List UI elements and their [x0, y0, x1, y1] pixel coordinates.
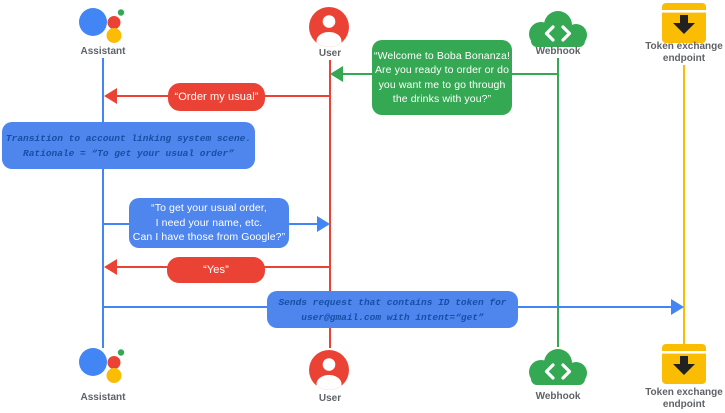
webhook-icon: [529, 349, 587, 385]
token-endpoint-label-bottom: Token exchange endpoint: [645, 387, 723, 410]
send-request-arrowhead-icon: [671, 299, 684, 315]
ask-arrowhead-icon: [317, 216, 330, 232]
send-request-note-box: Sends request that contains ID token for…: [267, 291, 518, 328]
assistant-icon: [79, 348, 125, 383]
yes-bubble: “Yes”: [167, 257, 265, 283]
welcome-arrowhead-icon: [330, 66, 343, 82]
assistant-icon: [79, 8, 125, 43]
user-label-bottom: User: [318, 393, 342, 404]
token-endpoint-icon: [662, 344, 706, 384]
webhook-icon: [529, 11, 587, 47]
webhook-lifeline: [557, 58, 559, 347]
transition-note-box: Transition to account linking system sce…: [2, 122, 255, 169]
assistant-label-bottom: Assistant: [80, 392, 126, 403]
token-endpoint-icon: [662, 3, 706, 43]
token-endpoint-label-top: Token exchange endpoint: [645, 41, 723, 64]
order-arrowhead-icon: [104, 88, 117, 104]
assistant-lifeline: [102, 58, 104, 348]
user-icon: [309, 350, 349, 390]
yes-arrowhead-icon: [104, 259, 117, 275]
user-icon: [309, 7, 349, 47]
user-label-top: User: [318, 48, 342, 59]
assistant-label-top: Assistant: [80, 46, 126, 57]
welcome-message-bubble: “Welcome to Boba Bonanza! Are you ready …: [372, 40, 512, 115]
webhook-label-top: Webhook: [535, 46, 581, 57]
ask-permission-bubble: “To get your usual order, I need your na…: [129, 198, 289, 248]
order-usual-bubble: “Order my usual”: [168, 83, 265, 111]
webhook-label-bottom: Webhook: [535, 391, 581, 402]
token-endpoint-lifeline: [683, 65, 685, 344]
user-lifeline: [329, 60, 331, 348]
